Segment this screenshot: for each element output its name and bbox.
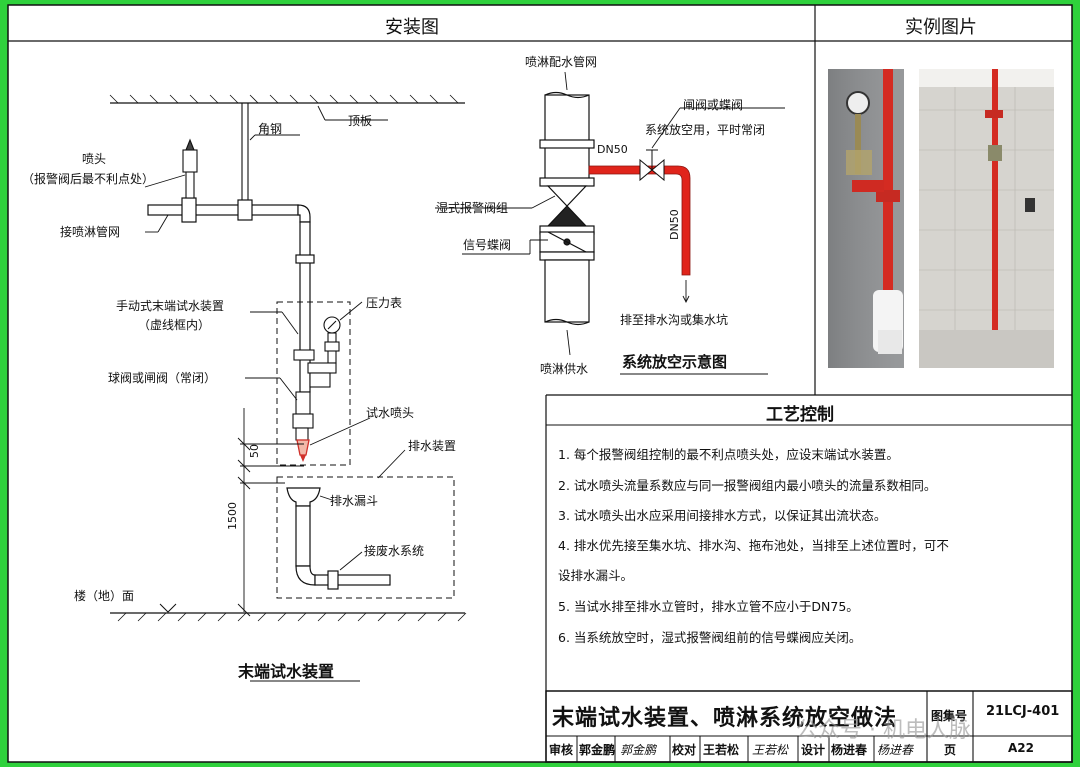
- label-dim-50: 50: [248, 444, 261, 458]
- label-supply: 喷淋供水: [540, 362, 589, 376]
- process-item: 2. 试水喷头流量系数应与同一报警阀组内最小喷头的流量系数相同。: [558, 478, 937, 493]
- drain-branch-red-pipe: [588, 149, 691, 276]
- label-discharge: 排至排水沟或集水坑: [620, 313, 729, 327]
- titleblock-design-label: 设计: [801, 743, 826, 757]
- label-dn50-vertical: DN50: [668, 209, 681, 240]
- label-branch-pipe: 接喷淋管网: [60, 225, 121, 239]
- label-drain-device: 排水装置: [408, 439, 457, 453]
- riser-pipe: [539, 91, 595, 326]
- titleblock-designer: 杨进春: [831, 743, 868, 757]
- process-item: 1. 每个报警阀组控制的最不利点喷头处，应设末端试水装置。: [558, 447, 899, 462]
- label-sprinkler: 喷头: [82, 152, 107, 166]
- floor-slab: [110, 603, 467, 622]
- process-item: 设排水漏斗。: [558, 568, 634, 583]
- leader-lines: [144, 105, 406, 571]
- label-dim-1500: 1500: [226, 502, 239, 530]
- titleblock-atlas-no: 21LCJ-401: [986, 704, 1060, 719]
- pressure-gauge-icon: [307, 316, 341, 388]
- label-manual-device: 手动式末端试水装置: [116, 299, 225, 313]
- label-usage: 系统放空用，平时常闭: [645, 123, 766, 137]
- label-ball-valve: 球阀或闸阀（常闭）: [108, 371, 217, 385]
- ceiling-slab: [109, 94, 465, 104]
- label-network: 喷淋配水管网: [525, 55, 598, 69]
- example-photo-right: [919, 69, 1054, 368]
- header-photos: 实例图片: [905, 17, 977, 38]
- titleblock-check-label: 校对: [672, 743, 697, 757]
- titleblock-review-label: 审核: [549, 743, 574, 757]
- titleblock-checker-signature: 王若松: [752, 743, 789, 757]
- label-dn50-horizontal: DN50: [597, 143, 628, 156]
- titleblock-page-label: 页: [944, 743, 957, 757]
- label-drain-funnel: 排水漏斗: [330, 494, 379, 508]
- label-manual-device-note: （虚线框内）: [138, 318, 211, 332]
- watermark: 公众号 · 机电人脉: [796, 718, 971, 743]
- titleblock-title: 末端试水装置、喷淋系统放空做法: [552, 706, 898, 731]
- label-pressure-gauge: 压力表: [366, 296, 403, 310]
- label-waste-system: 接废水系统: [364, 544, 425, 558]
- example-photo-left: [828, 69, 904, 368]
- process-item: 6. 当系统放空时，湿式报警阀组前的信号蝶阀应关闭。: [558, 630, 862, 645]
- label-angle-steel: 角钢: [258, 122, 283, 136]
- titleblock-page-no: A22: [1008, 741, 1034, 755]
- titleblock-reviewer: 郭金鹏: [579, 743, 616, 757]
- titleblock-atlas-label: 图集号: [931, 709, 968, 723]
- sprinkler-head-icon: [182, 138, 198, 199]
- titleblock-designer-signature: 杨进春: [877, 743, 914, 757]
- ball-valve-icon: [292, 349, 315, 441]
- dimension-lines: [237, 408, 304, 617]
- caption-drain-schematic: 系统放空示意图: [622, 353, 728, 371]
- title-block-lines: [545, 690, 1073, 763]
- label-ceiling: 顶板: [348, 114, 373, 128]
- angle-steel: [241, 103, 249, 207]
- process-item: 5. 当试水排至排水立管时，排水立管不应小于DN75。: [558, 599, 859, 614]
- titleblock-checker: 王若松: [703, 743, 740, 757]
- label-gate-valve: 闸阀或蝶阀: [683, 98, 744, 112]
- process-item: 4. 排水优先接至集水坑、排水沟、拖布池处，当排至上述位置时，可不: [558, 538, 949, 553]
- process-title: 工艺控制: [766, 405, 834, 425]
- label-wet-alarm: 湿式报警阀组: [436, 201, 509, 215]
- label-test-nozzle: 试水喷头: [366, 406, 415, 420]
- schematic-leaders: [250, 71, 785, 682]
- label-floor: 楼（地）面: [74, 589, 135, 603]
- label-signal-valve: 信号蝶阀: [463, 238, 512, 252]
- titleblock-reviewer-signature: 郭金鹏: [620, 743, 657, 757]
- label-sprinkler-note: （报警阀后最不利点处）: [22, 172, 155, 186]
- drain-funnel-icon: [286, 487, 391, 590]
- header-install: 安装图: [385, 17, 439, 38]
- process-item: 3. 试水喷头出水应采用间接排水方式，以保证其出流状态。: [558, 508, 887, 523]
- drain-device-box: [276, 476, 455, 599]
- manual-device-box: [276, 301, 351, 466]
- caption-end-test: 末端试水装置: [238, 662, 335, 681]
